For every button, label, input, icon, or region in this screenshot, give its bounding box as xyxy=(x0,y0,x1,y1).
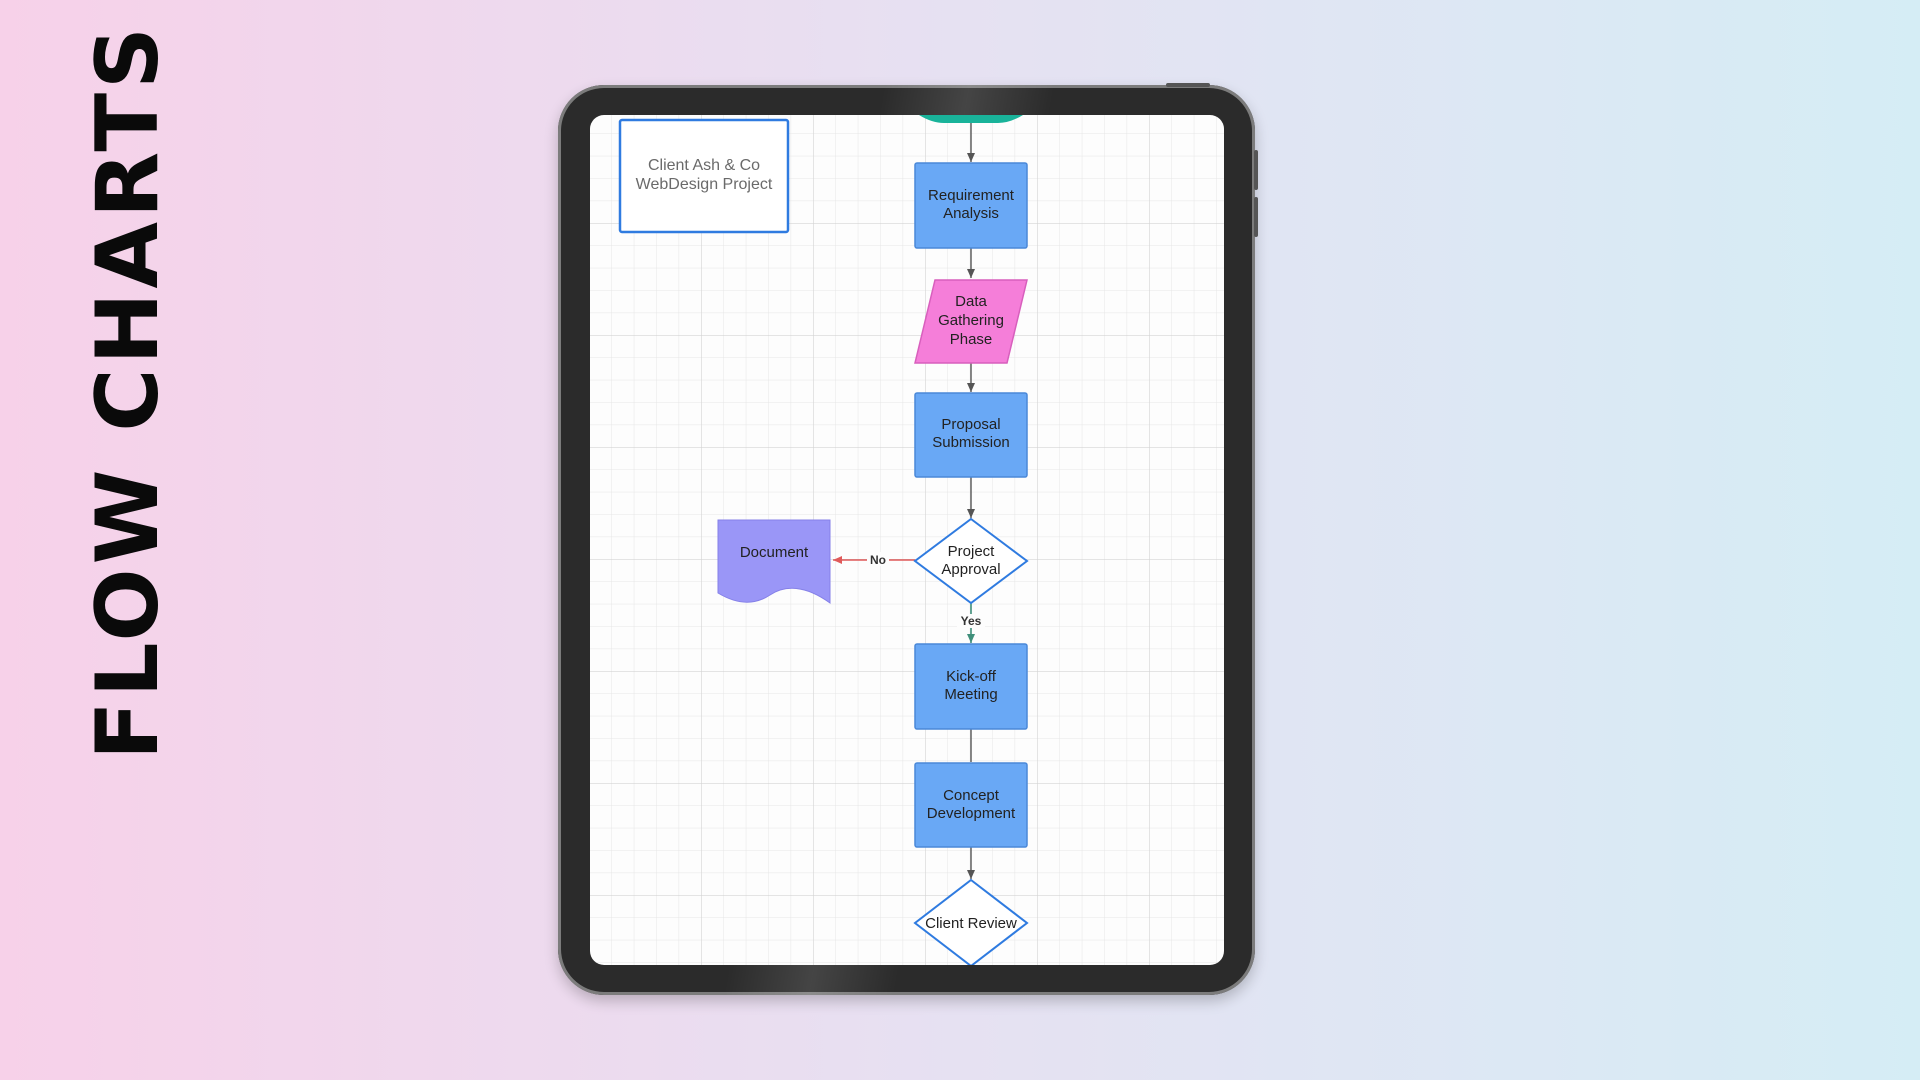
review-label: Client Review xyxy=(925,915,1017,932)
tablet-power-button xyxy=(1166,83,1210,87)
note-line-1: Client Ash & Co xyxy=(648,157,760,174)
flowchart-canvas: Client Ash & Co WebDesign Project No Yes… xyxy=(590,115,1224,965)
node-client-review[interactable]: Client Review xyxy=(913,878,1029,965)
no-label-bg xyxy=(867,552,889,566)
node-proposal-submission[interactable]: Proposal Submission xyxy=(914,392,1028,478)
tablet-volume-down-button xyxy=(1254,197,1258,237)
project-title-note[interactable]: Client Ash & Co WebDesign Project xyxy=(618,118,790,234)
yes-label-bg xyxy=(957,614,985,628)
node-concept-development[interactable]: Concept Development xyxy=(914,762,1028,848)
proposal-line-2: Submission xyxy=(932,434,1010,451)
no-label: No xyxy=(870,553,886,567)
start-terminal[interactable] xyxy=(919,115,1023,123)
requirement-line-1: Requirement xyxy=(928,187,1015,204)
node-project-approval[interactable]: Project Approval xyxy=(913,517,1029,605)
approval-line-1: Project xyxy=(948,543,996,560)
data-line-3: Phase xyxy=(950,331,993,348)
note-line-2: WebDesign Project xyxy=(636,176,773,193)
tablet-screen: Client Ash & Co WebDesign Project No Yes… xyxy=(590,115,1224,965)
grid-background xyxy=(590,115,1224,965)
data-line-2: Gathering xyxy=(938,312,1004,329)
flow-charts-title: FLOW CHARTS xyxy=(78,23,178,760)
requirement-line-2: Analysis xyxy=(943,205,999,222)
concept-line-1: Concept xyxy=(943,787,1000,804)
node-document[interactable]: Document xyxy=(717,519,831,604)
node-requirement-analysis[interactable]: Requirement Analysis xyxy=(914,162,1028,249)
kickoff-line-2: Meeting xyxy=(944,686,997,703)
kickoff-line-1: Kick-off xyxy=(946,668,997,685)
concept-line-2: Development xyxy=(927,805,1016,822)
node-kickoff-meeting[interactable]: Kick-off Meeting xyxy=(914,643,1028,730)
approval-line-2: Approval xyxy=(941,561,1000,578)
data-line-1: Data xyxy=(955,293,987,310)
proposal-line-1: Proposal xyxy=(941,416,1000,433)
yes-label: Yes xyxy=(961,614,982,628)
tablet-volume-up-button xyxy=(1254,150,1258,190)
node-data-gathering-phase[interactable]: Data Gathering Phase xyxy=(914,279,1028,364)
document-label: Document xyxy=(740,544,809,561)
